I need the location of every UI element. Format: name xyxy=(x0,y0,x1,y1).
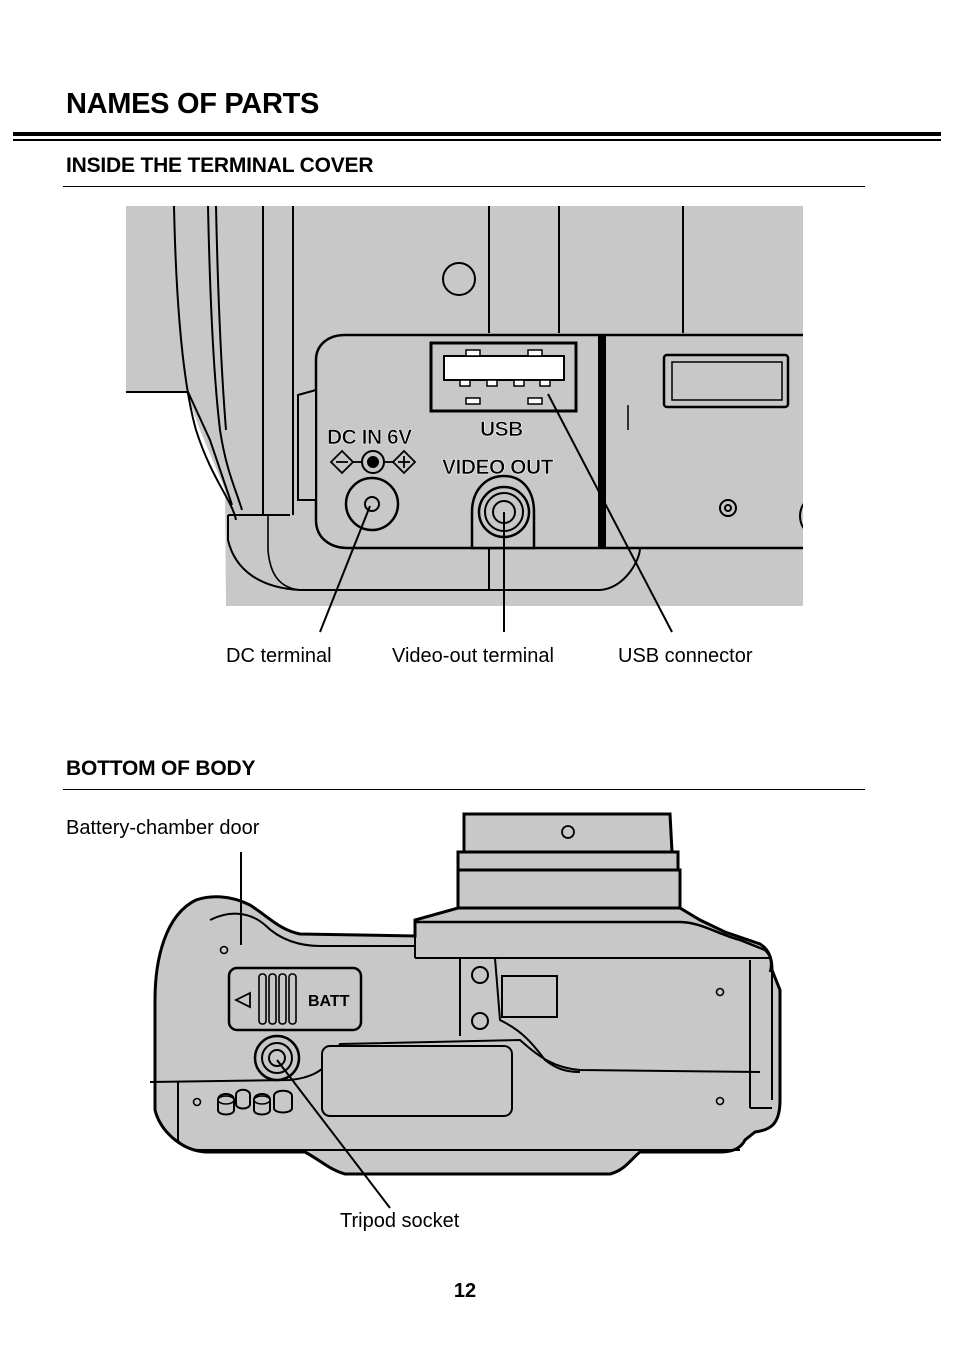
section-rule-terminal-cover xyxy=(63,186,865,187)
page-title: NAMES OF PARTS xyxy=(66,88,320,120)
section-rule-bottom-of-body xyxy=(63,789,865,790)
page-number: 12 xyxy=(453,1280,477,1302)
usb-marking: USB xyxy=(480,418,523,441)
title-rule-thin xyxy=(13,139,941,141)
section-title-terminal-cover: INSIDE THE TERMINAL COVER xyxy=(66,154,374,177)
label-tripod-socket: Tripod socket xyxy=(340,1210,460,1232)
dc-in-marking: DC IN 6V xyxy=(327,426,412,449)
label-dc-terminal: DC terminal xyxy=(226,645,332,667)
video-out-marking: VIDEO OUT xyxy=(442,456,554,479)
terminal-cover-illustration: DC IN 6V USB VIDEO OUT xyxy=(126,206,803,633)
label-battery-chamber-door: Battery-chamber door xyxy=(66,817,260,839)
batt-marking: BATT xyxy=(308,993,350,1010)
label-usb-connector: USB connector xyxy=(618,645,753,667)
title-rule-thick xyxy=(13,132,941,136)
section-title-bottom-of-body: BOTTOM OF BODY xyxy=(66,757,256,780)
label-video-out-terminal: Video-out terminal xyxy=(392,645,554,667)
